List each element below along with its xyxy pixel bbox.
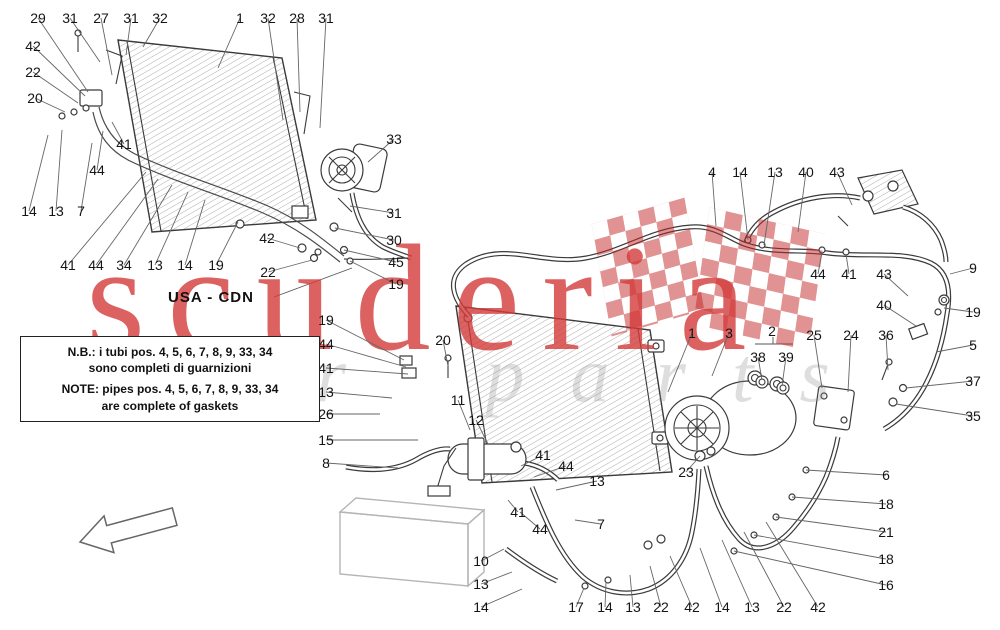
condenser-front <box>117 39 317 233</box>
note-line-english-1: NOTE: pipes pos. 4, 5, 6, 7, 8, 9, 33, 3… <box>61 382 279 397</box>
note-line-italian-2: sono completi di guarnizioni <box>88 361 252 376</box>
compressor-pulley-small <box>320 143 388 213</box>
hose-bracket-top-right <box>837 169 919 227</box>
note-box: N.B.: i tubi pos. 4, 5, 6, 7, 8, 9, 33, … <box>20 336 320 422</box>
direction-arrow-icon <box>78 507 178 554</box>
compressor <box>664 370 797 461</box>
condenser-rear <box>455 305 673 484</box>
note-line-english-2: are complete of gaskets <box>101 398 239 413</box>
mounting-beam <box>338 497 486 588</box>
note-line-italian-1: N.B.: i tubi pos. 4, 5, 6, 7, 8, 9, 33, … <box>67 345 273 359</box>
receiver-drier <box>427 437 527 497</box>
region-label: USA - CDN <box>168 289 254 306</box>
